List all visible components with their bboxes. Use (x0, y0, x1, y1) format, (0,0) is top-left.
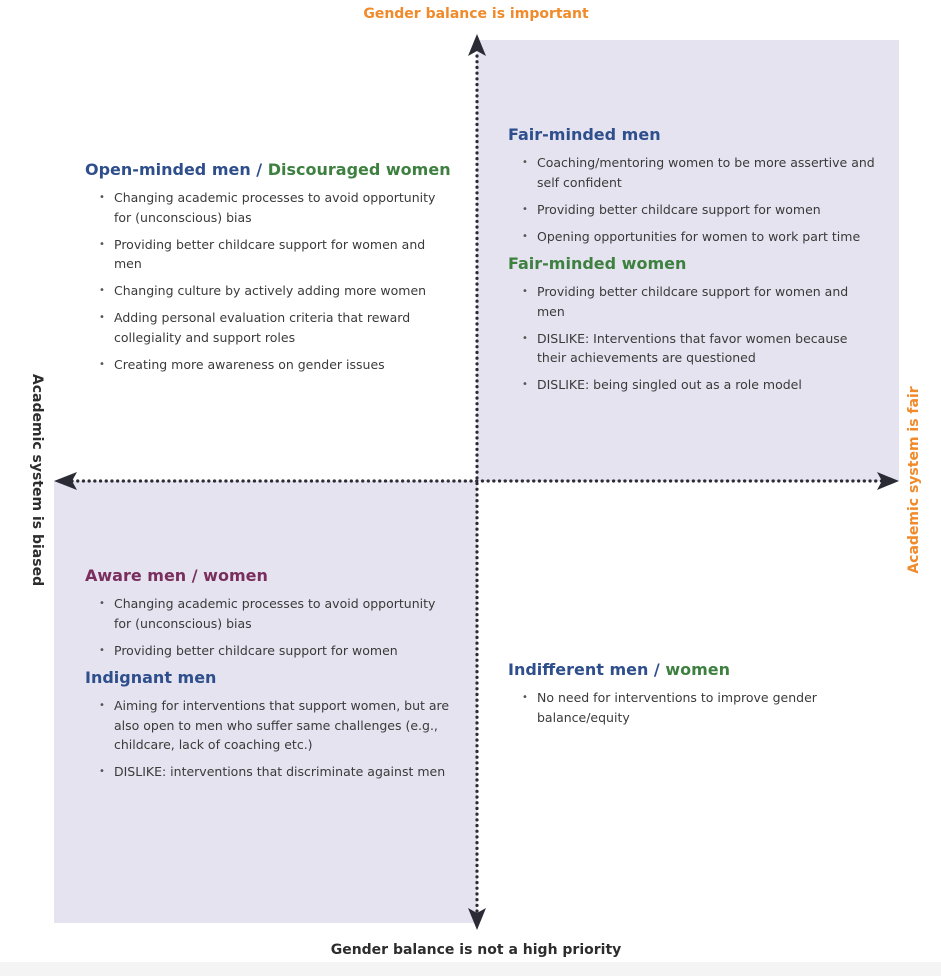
group-heading: Aware men / women (85, 566, 268, 585)
group-heading: Indignant men (85, 668, 217, 687)
axis-label-right: Academic system is fair (906, 386, 922, 574)
arrow-up-icon (468, 34, 486, 56)
group-heading: Open-minded men / Discouraged women (85, 160, 455, 180)
list-item: Providing better childcare support for w… (508, 200, 878, 220)
list-item: Changing culture by actively adding more… (85, 281, 455, 301)
axis-label-top: Gender balance is important (363, 6, 589, 22)
list-item: Creating more awareness on gender issues (85, 355, 455, 375)
list-item: DISLIKE: being singled out as a role mod… (508, 375, 878, 395)
list-item: No need for interventions to improve gen… (508, 688, 878, 727)
quadrant-top-left: Open-minded men / Discouraged women Chan… (85, 160, 455, 382)
list-item: Providing better childcare support for w… (85, 235, 455, 274)
list-item: DISLIKE: interventions that discriminate… (85, 762, 455, 782)
heading-part-men: Open-minded men (85, 160, 251, 179)
heading-part-women: women (665, 660, 731, 679)
axis-label-bottom: Gender balance is not a high priority (330, 942, 622, 958)
group-fair-minded-women: Fair-minded women Providing better child… (508, 254, 878, 395)
bullet-list: No need for interventions to improve gen… (508, 688, 878, 727)
page-bottom-strip (0, 962, 941, 976)
group-open-minded-men-discouraged-women: Open-minded men / Discouraged women Chan… (85, 160, 455, 374)
list-item: Adding personal evaluation criteria that… (85, 308, 455, 347)
list-item: Providing better childcare support for w… (85, 641, 455, 661)
heading-separator: / (648, 660, 666, 679)
quadrant-top-right-background (477, 40, 899, 481)
list-item: Changing academic processes to avoid opp… (85, 188, 455, 227)
bullet-list: Changing academic processes to avoid opp… (85, 594, 455, 660)
quadrant-top-right: Fair-minded men Coaching/mentoring women… (508, 125, 878, 402)
list-item: Opening opportunities for women to work … (508, 227, 878, 247)
group-heading: Fair-minded women (508, 254, 687, 273)
quadrant-bottom-right: Indifferent men / women No need for inte… (508, 660, 878, 735)
group-indifferent-men-women: Indifferent men / women No need for inte… (508, 660, 878, 727)
group-heading: Fair-minded men (508, 125, 661, 144)
list-item: Changing academic processes to avoid opp… (85, 594, 455, 633)
heading-part-men: Indifferent men (508, 660, 649, 679)
quadrant-bottom-left: Aware men / women Changing academic proc… (85, 566, 455, 789)
list-item: Providing better childcare support for w… (508, 282, 878, 321)
group-aware-men-women: Aware men / women Changing academic proc… (85, 566, 455, 660)
axis-label-left: Academic system is biased (29, 373, 45, 587)
group-heading: Indifferent men / women (508, 660, 878, 680)
list-item: Coaching/mentoring women to be more asse… (508, 153, 878, 192)
group-indignant-men: Indignant men Aiming for interventions t… (85, 668, 455, 782)
list-item: DISLIKE: Interventions that favor women … (508, 329, 878, 368)
bullet-list: Aiming for interventions that support wo… (85, 696, 455, 782)
arrow-right-icon (877, 472, 899, 490)
group-fair-minded-men: Fair-minded men Coaching/mentoring women… (508, 125, 878, 246)
bullet-list: Changing academic processes to avoid opp… (85, 188, 455, 374)
arrow-down-icon (468, 908, 486, 930)
list-item: Aiming for interventions that support wo… (85, 696, 455, 755)
arrow-left-icon (54, 472, 77, 490)
heading-part-women: Discouraged women (267, 160, 451, 179)
heading-separator: / (250, 160, 268, 179)
bullet-list: Providing better childcare support for w… (508, 282, 878, 395)
bullet-list: Coaching/mentoring women to be more asse… (508, 153, 878, 246)
